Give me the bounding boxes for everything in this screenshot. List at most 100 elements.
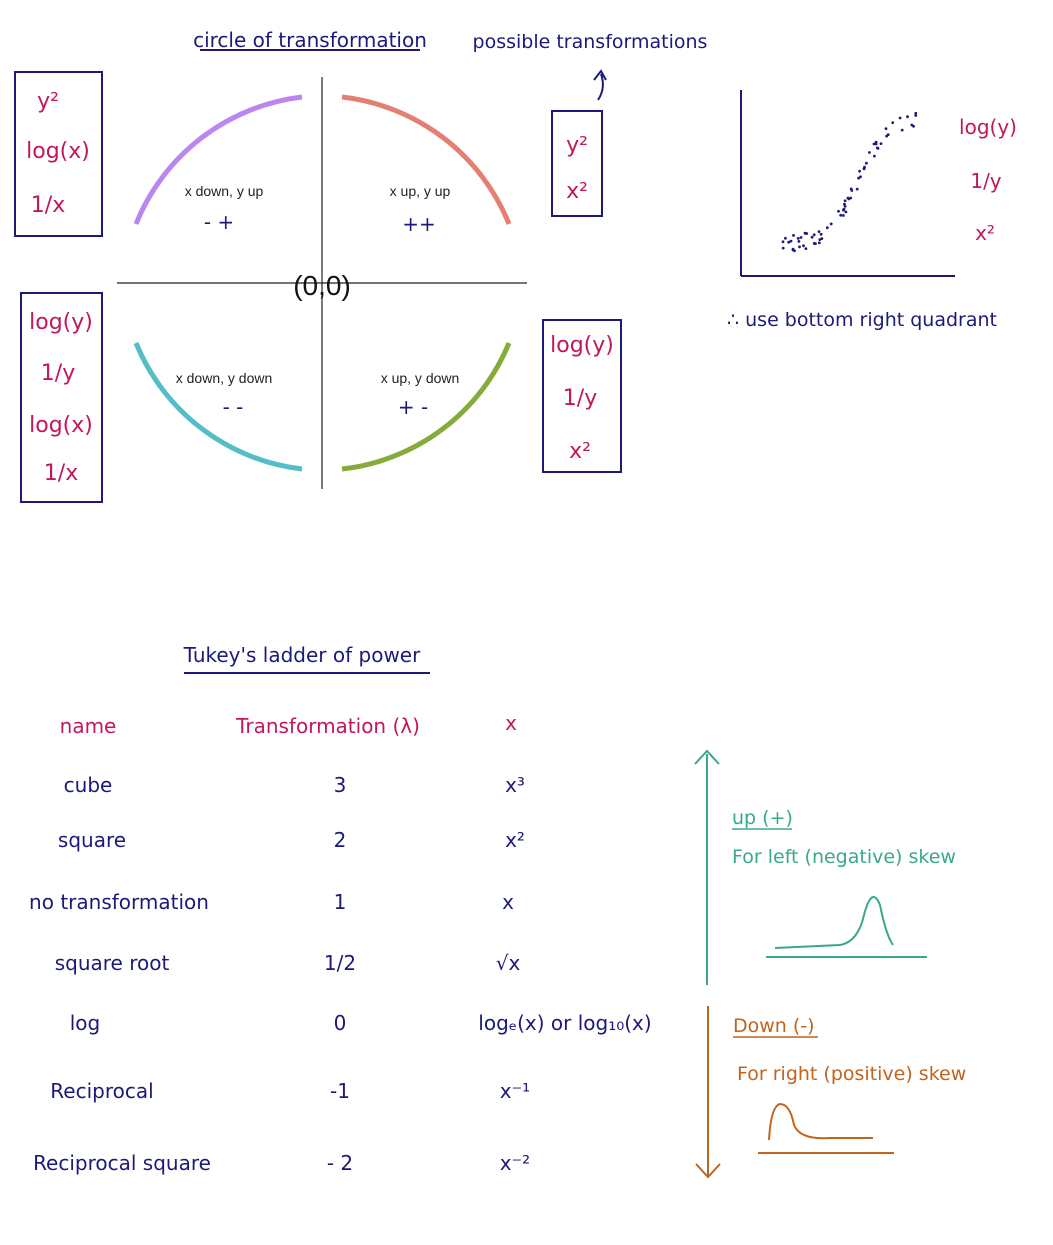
quadrant-label-bottom-left: x down, y down	[176, 370, 273, 386]
scatter-dot	[842, 214, 845, 217]
scatter-dot	[844, 210, 848, 214]
ladder-row-x: √x	[496, 951, 521, 975]
arc-top-left	[133, 94, 303, 225]
down-label: Down (-)	[733, 1015, 815, 1037]
ladder-row-name: cube	[64, 773, 113, 797]
scatter-dot	[872, 142, 876, 146]
origin-label: (0,0)	[293, 270, 351, 301]
arc-bottom-right	[341, 342, 512, 472]
ladder-row-name: no transformation	[29, 890, 209, 914]
scatter-dot	[865, 161, 868, 165]
up-arrow-icon	[694, 749, 720, 765]
ladder-row-name: Reciprocal square	[33, 1151, 211, 1175]
box-item: 1/x	[31, 193, 65, 218]
box-item: log(y)	[550, 333, 614, 358]
scatter-dot	[843, 204, 847, 208]
scatter-dot	[781, 240, 785, 244]
ladder-row-x: logₑ(x) or log₁₀(x)	[478, 1011, 651, 1035]
scatter-dot	[804, 247, 808, 251]
scatter-dot	[818, 238, 822, 242]
ladder-row-x: x⁻¹	[500, 1079, 530, 1103]
down-arrow-icon	[695, 1163, 721, 1179]
ladder-row-lambda: - 2	[327, 1151, 353, 1175]
scatter-dot	[857, 176, 860, 180]
box-item: log(y)	[29, 310, 93, 335]
ladder-row-name: log	[70, 1011, 101, 1035]
scatter-dot	[784, 236, 787, 240]
quadrant-sign-top-left: - +	[204, 210, 234, 234]
curved-arrow-icon	[597, 73, 604, 101]
ladder-row-x: x⁻²	[500, 1151, 530, 1175]
scatter-dot	[797, 240, 801, 243]
right-skew-curve-icon	[768, 1102, 873, 1141]
ladder-row-lambda: 0	[334, 1011, 347, 1035]
quadrant-sign-top-right: ++	[402, 212, 436, 236]
box-top-left-items: y² log(x) 1/x	[26, 89, 90, 218]
ladder-row-x: x	[502, 890, 514, 914]
box-top-right	[551, 110, 603, 217]
box-item: x²	[569, 439, 591, 464]
scatter-dot	[803, 231, 807, 235]
box-item: 1/x	[44, 461, 78, 486]
example-conclusion: ∴ use bottom right quadrant	[727, 309, 997, 331]
left-skew-curve-icon	[774, 896, 894, 949]
ladder-row-lambda: 1	[334, 890, 347, 914]
scatter-dot	[849, 187, 853, 191]
scatter-dots	[781, 111, 918, 253]
scatter-dot	[837, 209, 840, 213]
scatter-dot	[876, 147, 880, 150]
header-name: name	[60, 714, 117, 738]
scatter-dot	[906, 115, 909, 119]
quadrant-label-top-right: x up, y up	[390, 183, 451, 199]
quadrant-sign-bottom-right: + -	[398, 395, 428, 419]
scatter-dot	[914, 114, 918, 117]
ladder-row-x: x³	[505, 773, 525, 797]
scatter-dot	[847, 197, 851, 201]
ladder-row-name: Reciprocal	[50, 1079, 153, 1103]
scatter-dot	[829, 222, 833, 226]
scatter-dot	[884, 127, 888, 130]
scatter-dot	[781, 246, 785, 250]
example-transform-item: log(y)	[959, 115, 1017, 139]
up-desc: For left (negative) skew	[732, 846, 956, 868]
scatter-dot	[842, 208, 845, 212]
possible-transformations-label: possible transformations	[473, 31, 708, 53]
circle-title: circle of transformation	[193, 28, 427, 52]
scatter-dot	[817, 241, 821, 245]
scatter-dot	[812, 233, 816, 237]
ladder-row-lambda: 1/2	[324, 951, 356, 975]
scatter-dot	[817, 230, 821, 234]
scatter-dot	[885, 134, 888, 138]
arc-top-right	[341, 94, 512, 225]
box-item: log(x)	[26, 139, 90, 164]
scatter-dot	[858, 169, 861, 173]
box-item: y²	[566, 133, 588, 158]
scatter-dot	[802, 244, 805, 248]
down-desc: For right (positive) skew	[737, 1063, 966, 1085]
box-item: log(x)	[29, 413, 93, 438]
header-x: x	[505, 711, 517, 735]
box-item: y²	[37, 89, 59, 114]
scatter-dot	[873, 154, 876, 158]
arc-bottom-left	[133, 342, 303, 472]
scatter-dot	[799, 236, 803, 239]
scatter-dot	[868, 151, 871, 154]
scatter-dot	[787, 240, 791, 244]
example-transform-item: 1/y	[970, 169, 1001, 193]
box-bottom-left	[20, 292, 103, 503]
up-label: up (+)	[732, 807, 793, 829]
quadrant-label-bottom-right: x up, y down	[381, 370, 460, 386]
scatter-dot	[810, 235, 814, 239]
scatter-dot	[792, 234, 795, 237]
scatter-dot	[879, 142, 883, 146]
scatter-dot	[798, 245, 801, 249]
scatter-dot	[796, 237, 800, 240]
scatter-dot	[812, 242, 816, 245]
ladder-row-x: x²	[505, 828, 525, 852]
scatter-dot	[874, 142, 878, 146]
scatter-dot	[789, 239, 793, 243]
quadrant-sign-bottom-left: - -	[223, 395, 244, 419]
ladder-row-lambda: -1	[330, 1079, 350, 1103]
